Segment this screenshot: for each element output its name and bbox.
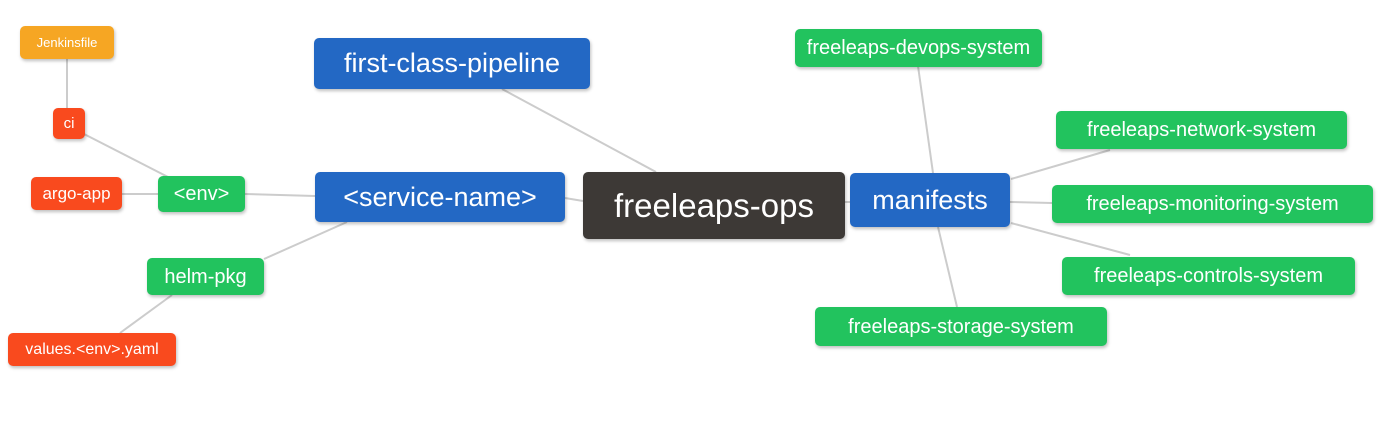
node-freeleaps-controls-system[interactable]: freeleaps-controls-system [1062, 257, 1355, 295]
edge-manifests-storage-system [937, 226, 958, 308]
node-freeleaps-devops-system[interactable]: freeleaps-devops-system [795, 29, 1042, 67]
edge-manifests-network-system [1010, 149, 1111, 180]
edge-manifests-devops-system [917, 65, 934, 174]
node-manifests[interactable]: manifests [850, 173, 1010, 227]
edge-first-class-pipeline-freeleaps-ops [501, 88, 657, 173]
node-env[interactable]: <env> [158, 176, 245, 212]
edge-ci-env [83, 133, 169, 178]
node-freeleaps-storage-system[interactable]: freeleaps-storage-system [815, 307, 1107, 346]
edge-service-name-freeleaps-ops [564, 197, 584, 202]
node-values-env-yaml[interactable]: values.<env>.yaml [8, 333, 176, 366]
edge-manifests-controls-system [1010, 222, 1131, 256]
edge-manifests-monitoring-system [1009, 201, 1053, 204]
edge-service-name-helm-pkg [263, 221, 348, 260]
edge-env-service-name [244, 193, 316, 197]
node-jenkinsfile[interactable]: Jenkinsfile [20, 26, 114, 59]
node-freeleaps-ops[interactable]: freeleaps-ops [583, 172, 845, 239]
node-helm-pkg[interactable]: helm-pkg [147, 258, 264, 295]
node-argo-app[interactable]: argo-app [31, 177, 122, 210]
node-service-name[interactable]: <service-name> [315, 172, 565, 222]
node-freeleaps-network-system[interactable]: freeleaps-network-system [1056, 111, 1347, 149]
edge-helm-pkg-values-env-yaml [119, 294, 173, 334]
node-first-class-pipeline[interactable]: first-class-pipeline [314, 38, 590, 89]
node-ci[interactable]: ci [53, 108, 85, 139]
node-freeleaps-monitoring-system[interactable]: freeleaps-monitoring-system [1052, 185, 1373, 223]
